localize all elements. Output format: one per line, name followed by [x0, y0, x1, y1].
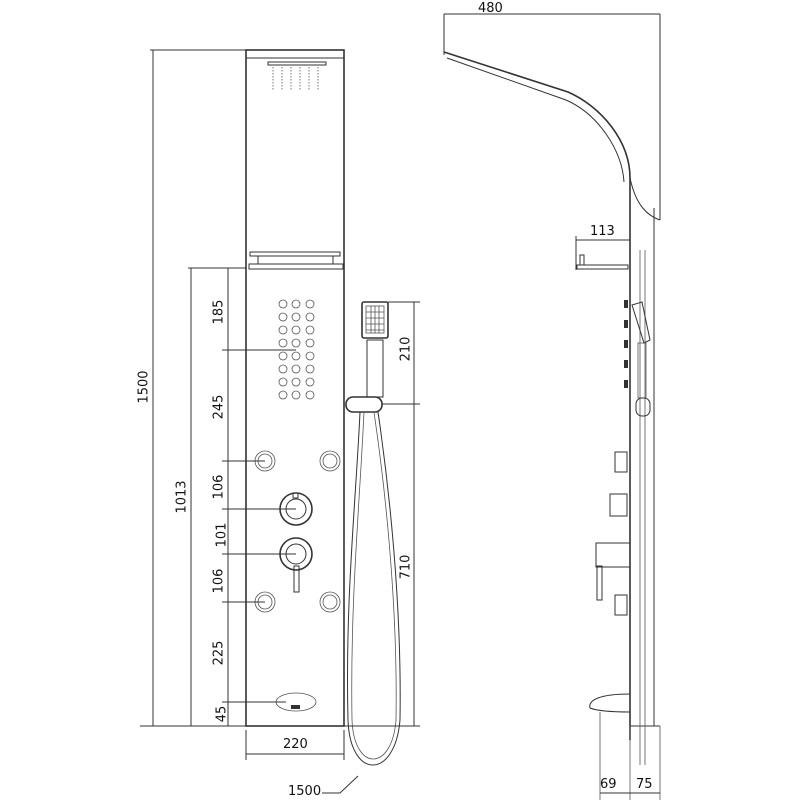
dim-head-reach: 480: [478, 1, 503, 16]
massage-jets: [254, 450, 341, 613]
hand-shower: [345, 301, 401, 766]
dim-seg-3: 106: [211, 474, 227, 500]
dim-lower-height: 1013: [174, 480, 190, 514]
dim-seg-1: 185: [211, 299, 227, 325]
dim-overall-height: 1500: [136, 370, 152, 404]
dim-seg-2: 245: [211, 394, 227, 420]
dim-seg-5: 106: [211, 568, 227, 594]
front-dimensions: [140, 49, 420, 794]
dim-soap-dish-depth: 69: [600, 777, 617, 792]
dim-panel-width: 220: [283, 737, 308, 752]
dim-shelf-depth: 113: [590, 224, 615, 239]
body-jets: [278, 299, 315, 400]
dim-slide-rail: 710: [398, 554, 414, 580]
dim-seg-6: 225: [211, 640, 227, 666]
dim-hand-shower: 210: [398, 336, 414, 362]
side-panel: [443, 13, 661, 800]
dim-panel-depth: 75: [636, 777, 653, 792]
dim-seg-7: 45: [214, 705, 230, 723]
front-panel: [245, 49, 345, 727]
dim-seg-4: 101: [214, 522, 230, 548]
dim-hose-length: 1500: [288, 784, 322, 799]
